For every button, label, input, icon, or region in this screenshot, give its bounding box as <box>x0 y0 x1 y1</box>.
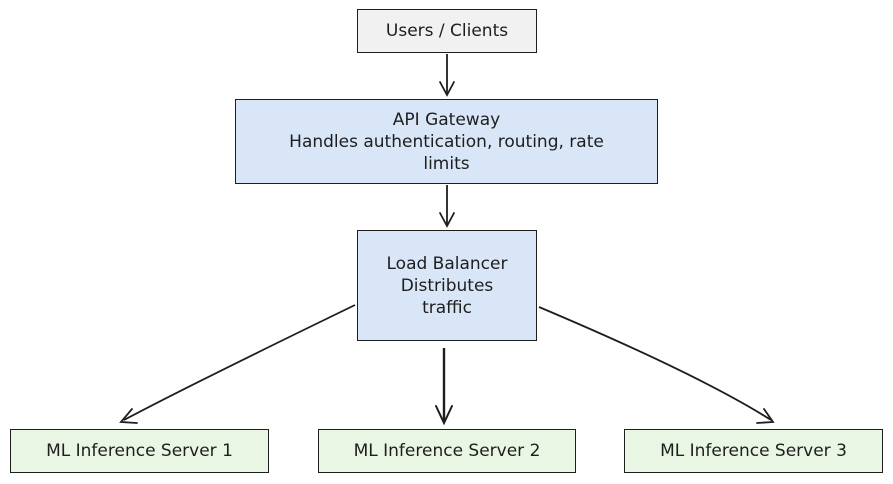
node-ml-inference-server-1: ML Inference Server 1 <box>10 429 269 473</box>
node-ml-inference-server-2: ML Inference Server 2 <box>318 429 576 473</box>
edge-load-balancer-to-server3 <box>538 306 772 421</box>
edge-load-balancer-to-server1 <box>123 304 356 421</box>
node-label: ML Inference Server 2 <box>353 441 541 461</box>
node-description-line: Handles authentication, routing, rate <box>289 131 604 152</box>
arrowhead-load-balancer-to-server2 <box>435 405 453 426</box>
arrowhead-load-balancer-to-server3 <box>756 408 775 424</box>
node-description-line: limits <box>423 153 470 174</box>
node-load-balancer: Load Balancer Distributes traffic <box>357 230 537 341</box>
node-ml-inference-server-3: ML Inference Server 3 <box>624 429 883 473</box>
arrowhead-load-balancer-to-server1 <box>119 408 138 424</box>
node-title: API Gateway <box>392 109 501 130</box>
node-label: ML Inference Server 3 <box>660 441 847 461</box>
node-label: ML Inference Server 1 <box>46 441 233 461</box>
node-label: Users / Clients <box>385 21 509 41</box>
arrowhead-users-to-gateway <box>439 81 455 97</box>
arrowhead-gateway-to-load-balancer <box>439 212 455 228</box>
node-description-line: traffic <box>422 297 472 318</box>
node-description-line: Distributes <box>400 275 494 296</box>
node-api-gateway: API Gateway Handles authentication, rout… <box>235 99 658 184</box>
node-users-clients: Users / Clients <box>357 9 537 53</box>
node-title: Load Balancer <box>386 253 508 274</box>
